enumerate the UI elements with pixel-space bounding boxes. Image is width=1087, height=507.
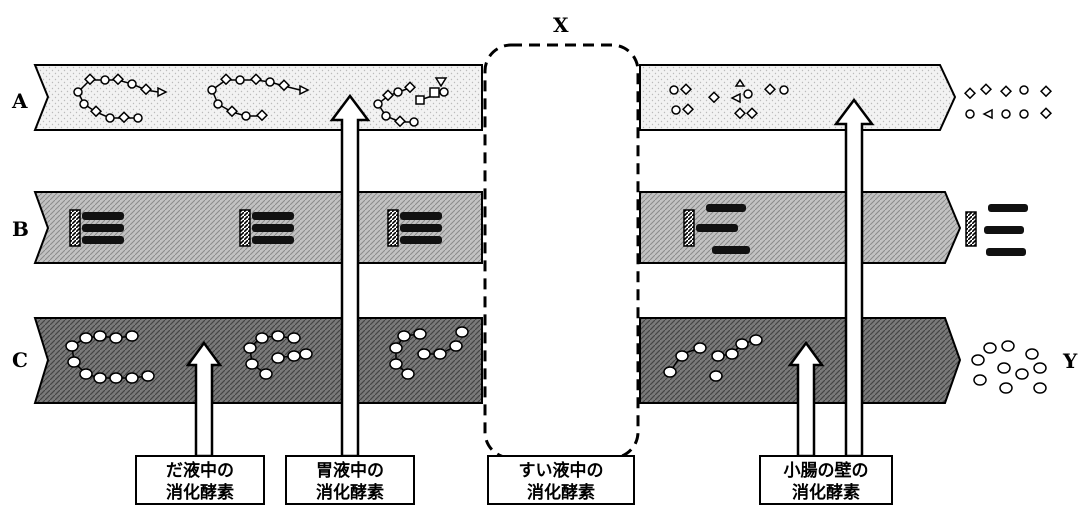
arrow-saliva: [185, 340, 223, 458]
enzyme-gastric-line2: 消化酵素: [316, 482, 384, 503]
enzyme-box-intestine: 小腸の壁の 消化酵素: [759, 455, 893, 505]
starch-chain-icon: [73, 73, 168, 124]
arrow-intestine-long: [833, 97, 875, 458]
marker-x: X: [553, 13, 569, 37]
enzyme-box-saliva: だ液中の 消化酵素: [135, 455, 265, 505]
row-label-a: A: [11, 89, 28, 113]
row-label-c: C: [12, 348, 28, 372]
fat-molecule-icon: [69, 209, 124, 247]
box-x: [483, 43, 640, 460]
enzyme-intestine-line2: 消化酵素: [792, 482, 860, 503]
protein-chain-icon: [243, 330, 313, 380]
arrow-intestine-short: [787, 340, 825, 458]
fat-digested-icon: [965, 204, 1028, 256]
starch-chain-icon: [207, 73, 310, 122]
sugar-small-icon: [669, 78, 789, 120]
fat-partial-icon: [683, 204, 750, 254]
band-a: [33, 64, 957, 131]
enzyme-saliva-line1: だ液中の: [166, 460, 234, 481]
marker-y: Y: [1062, 349, 1078, 373]
enzyme-pancreatic-line2: 消化酵素: [527, 482, 595, 503]
enzyme-intestine-line1: 小腸の壁の: [784, 460, 869, 481]
fat-molecule-icon: [239, 209, 294, 247]
arrow-gastric: [329, 93, 371, 458]
starch-fragment-icon: [373, 77, 449, 128]
enzyme-box-pancreatic: すい液中の 消化酵素: [487, 455, 635, 505]
enzyme-pancreatic-line1: すい液中の: [519, 460, 604, 481]
enzyme-saliva-line2: 消化酵素: [166, 482, 234, 503]
enzyme-box-gastric: 胃液中の 消化酵素: [285, 455, 415, 505]
monosaccharide-icon: [963, 83, 1053, 120]
amino-acid-icon: [971, 340, 1047, 394]
enzyme-gastric-line1: 胃液中の: [316, 460, 384, 481]
protein-chain-icon: [65, 330, 155, 384]
row-label-b: B: [12, 217, 29, 241]
fat-molecule-icon: [387, 209, 442, 247]
protein-chain-icon: [389, 326, 469, 380]
peptide-fragment-icon: [663, 334, 763, 382]
